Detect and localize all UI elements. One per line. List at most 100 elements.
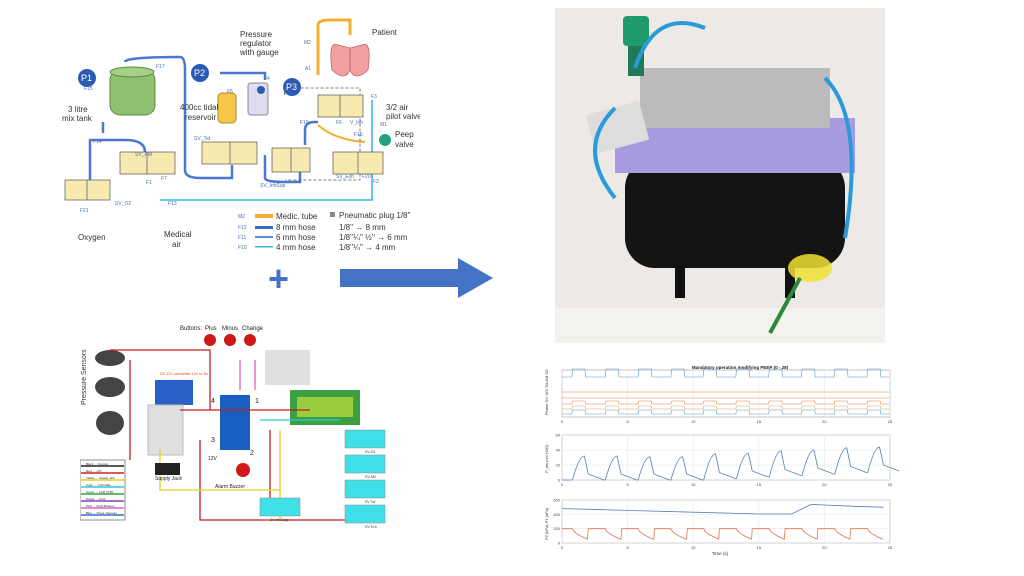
- fitting-label: F4: [264, 76, 270, 82]
- chart-title: Mandatory operation modifying PEEP (0 - …: [692, 365, 789, 370]
- svg-text:Minus: Minus: [222, 326, 238, 332]
- fitting-label: F6: [336, 120, 342, 126]
- wire-legend-label: Black → Ground: [86, 462, 108, 466]
- fitting-label: F20: [362, 174, 371, 180]
- y-tick-label: 600: [553, 498, 560, 503]
- pressure-sensors: P1 P2 P3: [78, 64, 301, 96]
- svg-text:P3: P3: [286, 82, 297, 92]
- fitting-label: F19: [300, 120, 309, 126]
- svg-text:Plus: Plus: [205, 326, 217, 332]
- signal-line-4: [562, 405, 890, 410]
- svg-text:SV O2: SV O2: [365, 450, 375, 454]
- axes-frame: [561, 499, 891, 544]
- x-tick-label: 20: [822, 419, 827, 424]
- svg-text:with gauge: with gauge: [239, 48, 279, 57]
- svg-text:F12: F12: [238, 225, 247, 231]
- x-tick-label: 25: [888, 545, 893, 550]
- svg-text:SV Exh: SV Exh: [365, 525, 377, 529]
- x-tick-label: 0: [561, 482, 564, 487]
- y-tick-label: 200: [553, 526, 560, 531]
- plus-sign: +: [268, 258, 290, 299]
- y-tick-label: 0: [558, 541, 561, 546]
- fitting-label: F5: [227, 89, 233, 95]
- fitting-label: F15: [84, 86, 93, 92]
- wire-legend-label: Red → +5V: [86, 469, 102, 473]
- wiring-diagram: Pressure Sensors Buttons: Plus Minus Cha…: [80, 326, 386, 529]
- svg-text:M2: M2: [238, 214, 245, 220]
- svg-text:4: 4: [211, 398, 215, 405]
- x-tick-label: 10: [691, 545, 696, 550]
- x-tick-label: 20: [822, 482, 827, 487]
- p1-line: [561, 503, 884, 515]
- signal-line-0: [562, 368, 890, 378]
- svg-text:Alarm Buzzer: Alarm Buzzer: [215, 484, 245, 490]
- svg-text:DC-DC converter 12v to 5v: DC-DC converter 12v to 5v: [160, 371, 208, 376]
- x-tick-label: 5: [626, 482, 629, 487]
- axes-frame: [561, 434, 891, 481]
- x-tick-label: 5: [626, 419, 629, 424]
- svg-text:SV_O2: SV_O2: [115, 201, 131, 207]
- hose-legend: M2 Medic. tube F12 8 mm hose F11 6 mm ho…: [238, 211, 411, 252]
- svg-text:SV_AM: SV_AM: [135, 152, 152, 158]
- p2-line: [562, 528, 883, 541]
- svg-text:Pressure Sensors: Pressure Sensors: [81, 349, 88, 405]
- x-tick-label: 25: [888, 482, 893, 487]
- fitting-label: F3: [371, 94, 377, 100]
- signal-line-5: [562, 409, 890, 415]
- x-tick-label: 15: [757, 482, 762, 487]
- y-label-bot: P2 (kPa) P1 (kPa): [544, 507, 549, 540]
- fitting-label: F1: [146, 180, 152, 186]
- signal-line-3: [562, 400, 890, 405]
- lungs-icon: [330, 43, 370, 77]
- svg-text:1/8''¼'' → 4 mm: 1/8''¼'' → 4 mm: [339, 243, 396, 252]
- hoses: [88, 55, 318, 185]
- fitting-label: F2: [373, 179, 379, 185]
- svg-text:reservoir: reservoir: [185, 113, 216, 122]
- wire-legend-label: Pink → Push Buttons: [86, 504, 115, 508]
- svg-text:1/8''¼'' ½'' → 6 mm: 1/8''¼'' ½'' → 6 mm: [339, 233, 408, 242]
- y-tick-label: 20: [556, 463, 561, 468]
- svg-text:6 mm hose: 6 mm hose: [276, 233, 316, 242]
- svg-text:SV InhSupp: SV InhSupp: [270, 518, 289, 522]
- svg-text:SV_Exh: SV_Exh: [336, 174, 354, 180]
- fitting-label: F17: [156, 64, 165, 70]
- hose-4mm: [160, 170, 373, 201]
- svg-text:mix tank: mix tank: [62, 114, 93, 123]
- svg-text:Medical: Medical: [164, 230, 192, 239]
- x-tick-label: 0: [561, 545, 564, 550]
- paw-line: [562, 446, 900, 481]
- svg-text:Pressure: Pressure: [240, 30, 273, 39]
- svg-text:SV_InhSup: SV_InhSup: [260, 183, 286, 189]
- x-tick-label: 15: [757, 545, 762, 550]
- svg-text:Patient: Patient: [372, 28, 398, 37]
- svg-text:3: 3: [211, 437, 215, 444]
- y-tick-label: 400: [553, 512, 560, 517]
- svg-text:P2: P2: [194, 68, 205, 78]
- x-tick-label: 10: [691, 419, 696, 424]
- x-tick-label: 5: [626, 545, 629, 550]
- svg-text:Pneumatic plug 1/8'': Pneumatic plug 1/8'': [339, 211, 411, 220]
- svg-text:V_Inh: V_Inh: [350, 120, 363, 126]
- svg-text:Peep: Peep: [395, 130, 414, 139]
- fitting-label: F14: [93, 139, 102, 145]
- svg-text:3/2 air: 3/2 air: [386, 103, 409, 112]
- svg-text:1: 1: [255, 398, 259, 405]
- x-axis-label: Time (s): [712, 551, 729, 556]
- x-tick-label: 20: [822, 545, 827, 550]
- fitting-label: F16: [354, 132, 363, 138]
- x-tick-label: 10: [691, 482, 696, 487]
- wire-legend-label: Purple → Pots: [86, 497, 106, 501]
- fitting-label: M2: [304, 40, 311, 46]
- y-tick-label: 0: [558, 478, 561, 483]
- medic-tube: [316, 18, 352, 75]
- x-tick-label: 25: [888, 419, 893, 424]
- wire-legend-label: Cyan → LCD Data: [86, 483, 111, 487]
- svg-text:Supply Jack: Supply Jack: [155, 476, 182, 482]
- x-tick-label: 0: [561, 419, 564, 424]
- wire-legend-label: Green → LCD CTRL: [86, 490, 114, 494]
- svg-text:F11: F11: [238, 235, 246, 241]
- pressure-chart: Mandatory operation modifying PEEP (0 - …: [544, 365, 900, 556]
- x-tick-label: 15: [757, 419, 762, 424]
- svg-text:air: air: [172, 240, 181, 249]
- solenoid-valves: [64, 94, 384, 201]
